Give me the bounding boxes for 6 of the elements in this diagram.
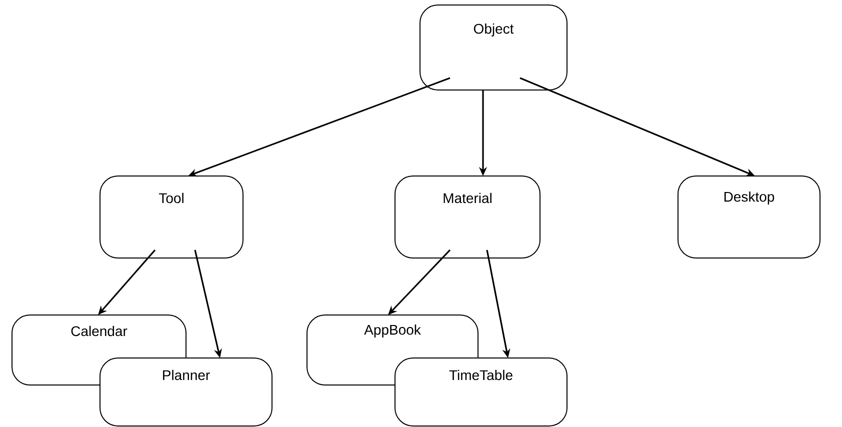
rounded-box: Material	[394, 176, 540, 258]
rounded-box: TimeTable	[394, 357, 568, 426]
rounded-box: Object	[420, 4, 568, 90]
rounded-box: Planner	[100, 357, 272, 426]
rounded-box: Tool	[100, 176, 244, 258]
rounded-box: Desktop	[678, 176, 820, 258]
